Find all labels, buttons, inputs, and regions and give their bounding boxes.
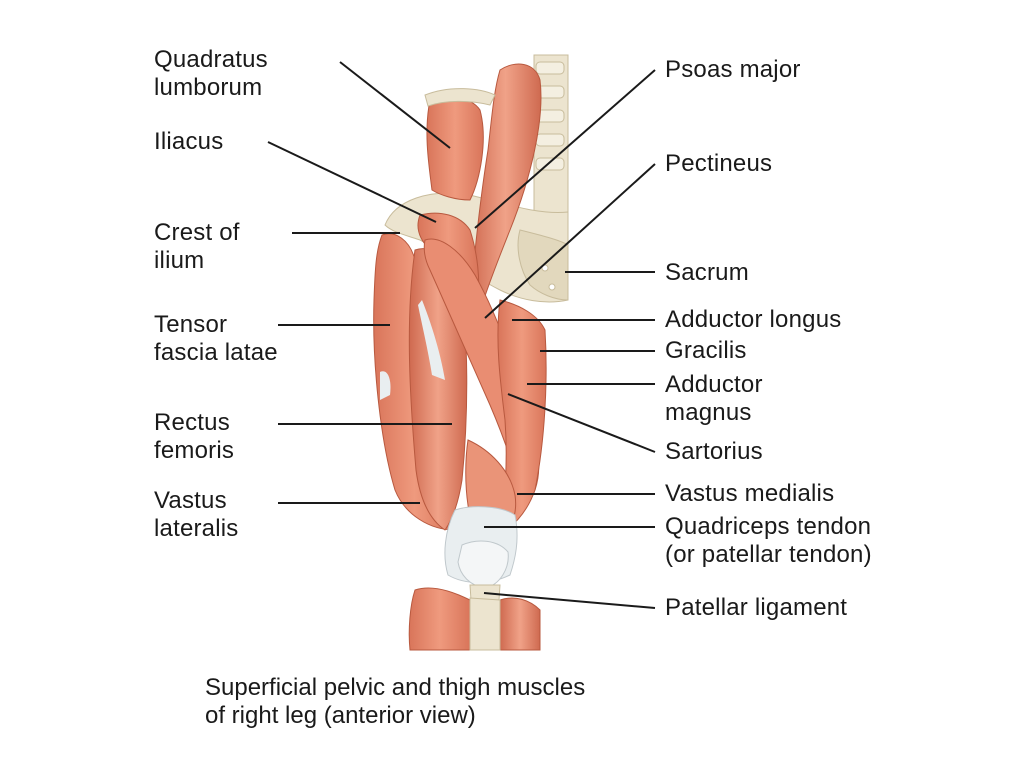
label-sacrum: Sacrum bbox=[665, 259, 749, 286]
label-iliacus: Iliacus bbox=[154, 128, 224, 155]
lower-leg bbox=[408, 587, 541, 651]
label-patellar-ligament: Patellar ligament bbox=[665, 594, 848, 621]
label-sartorius: Sartorius bbox=[665, 438, 763, 465]
figure-caption: Superficial pelvic and thigh muscles of … bbox=[205, 674, 586, 729]
label-vastus-medialis: Vastus medialis bbox=[665, 480, 835, 507]
label-tensor-fascia-latae: Tensor fascia latae bbox=[154, 311, 278, 366]
label-adductor-longus: Adductor longus bbox=[665, 306, 842, 333]
upper-muscles bbox=[424, 63, 542, 306]
label-psoas-major: Psoas major bbox=[665, 56, 801, 83]
label-rectus-femoris: Rectus femoris bbox=[154, 409, 235, 464]
label-crest-of-ilium: Crest of ilium bbox=[154, 219, 240, 274]
leader-lines bbox=[267, 61, 656, 609]
label-quadratus-lumborum: Quadratus lumborum bbox=[154, 46, 268, 101]
label-gracilis: Gracilis bbox=[665, 337, 747, 364]
label-vastus-lateralis: Vastus lateralis bbox=[154, 487, 239, 542]
label-quadriceps-tendon: Quadriceps tendon (or patellar tendon) bbox=[665, 513, 872, 568]
label-adductor-magnus: Adductor magnus bbox=[665, 371, 763, 426]
label-pectineus: Pectineus bbox=[665, 150, 773, 177]
